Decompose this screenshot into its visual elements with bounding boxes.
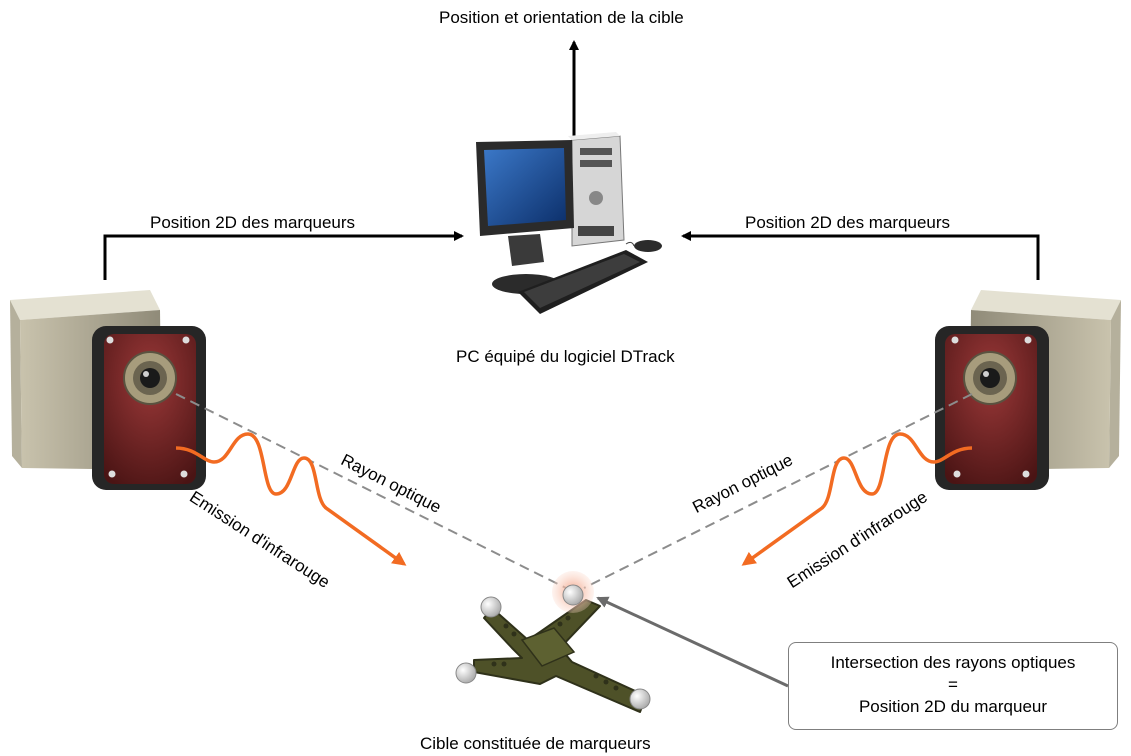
- left-markers-label: Position 2D des marqueurs: [150, 213, 356, 232]
- right-markers-arrow: [681, 231, 1040, 280]
- ir-wave-right: [741, 432, 973, 566]
- target-icon: [455, 571, 651, 713]
- left-markers-arrow: [103, 231, 464, 280]
- intersection-pointer: [596, 596, 789, 688]
- intersection-line3: Position 2D du marqueur: [858, 697, 1048, 716]
- computer-icon: [476, 132, 662, 314]
- intersection-line2: =: [948, 675, 958, 694]
- ray-left: [175, 393, 567, 589]
- target-pose-label: Position et orientation de la cible: [439, 8, 684, 27]
- ray-right: [583, 393, 973, 589]
- camera-icon-right: [935, 290, 1121, 490]
- right-markers-label: Position 2D des marqueurs: [745, 213, 951, 232]
- pc-label: PC équipé du logiciel DTrack: [456, 347, 675, 366]
- camera-icon: [10, 290, 206, 490]
- ir-wave-left: [175, 432, 407, 566]
- target-label: Cible constituée de marqueurs: [420, 734, 651, 753]
- intersection-box: Intersection des rayons optiques = Posit…: [788, 642, 1118, 730]
- intersection-line1: Intersection des rayons optiques: [830, 653, 1076, 672]
